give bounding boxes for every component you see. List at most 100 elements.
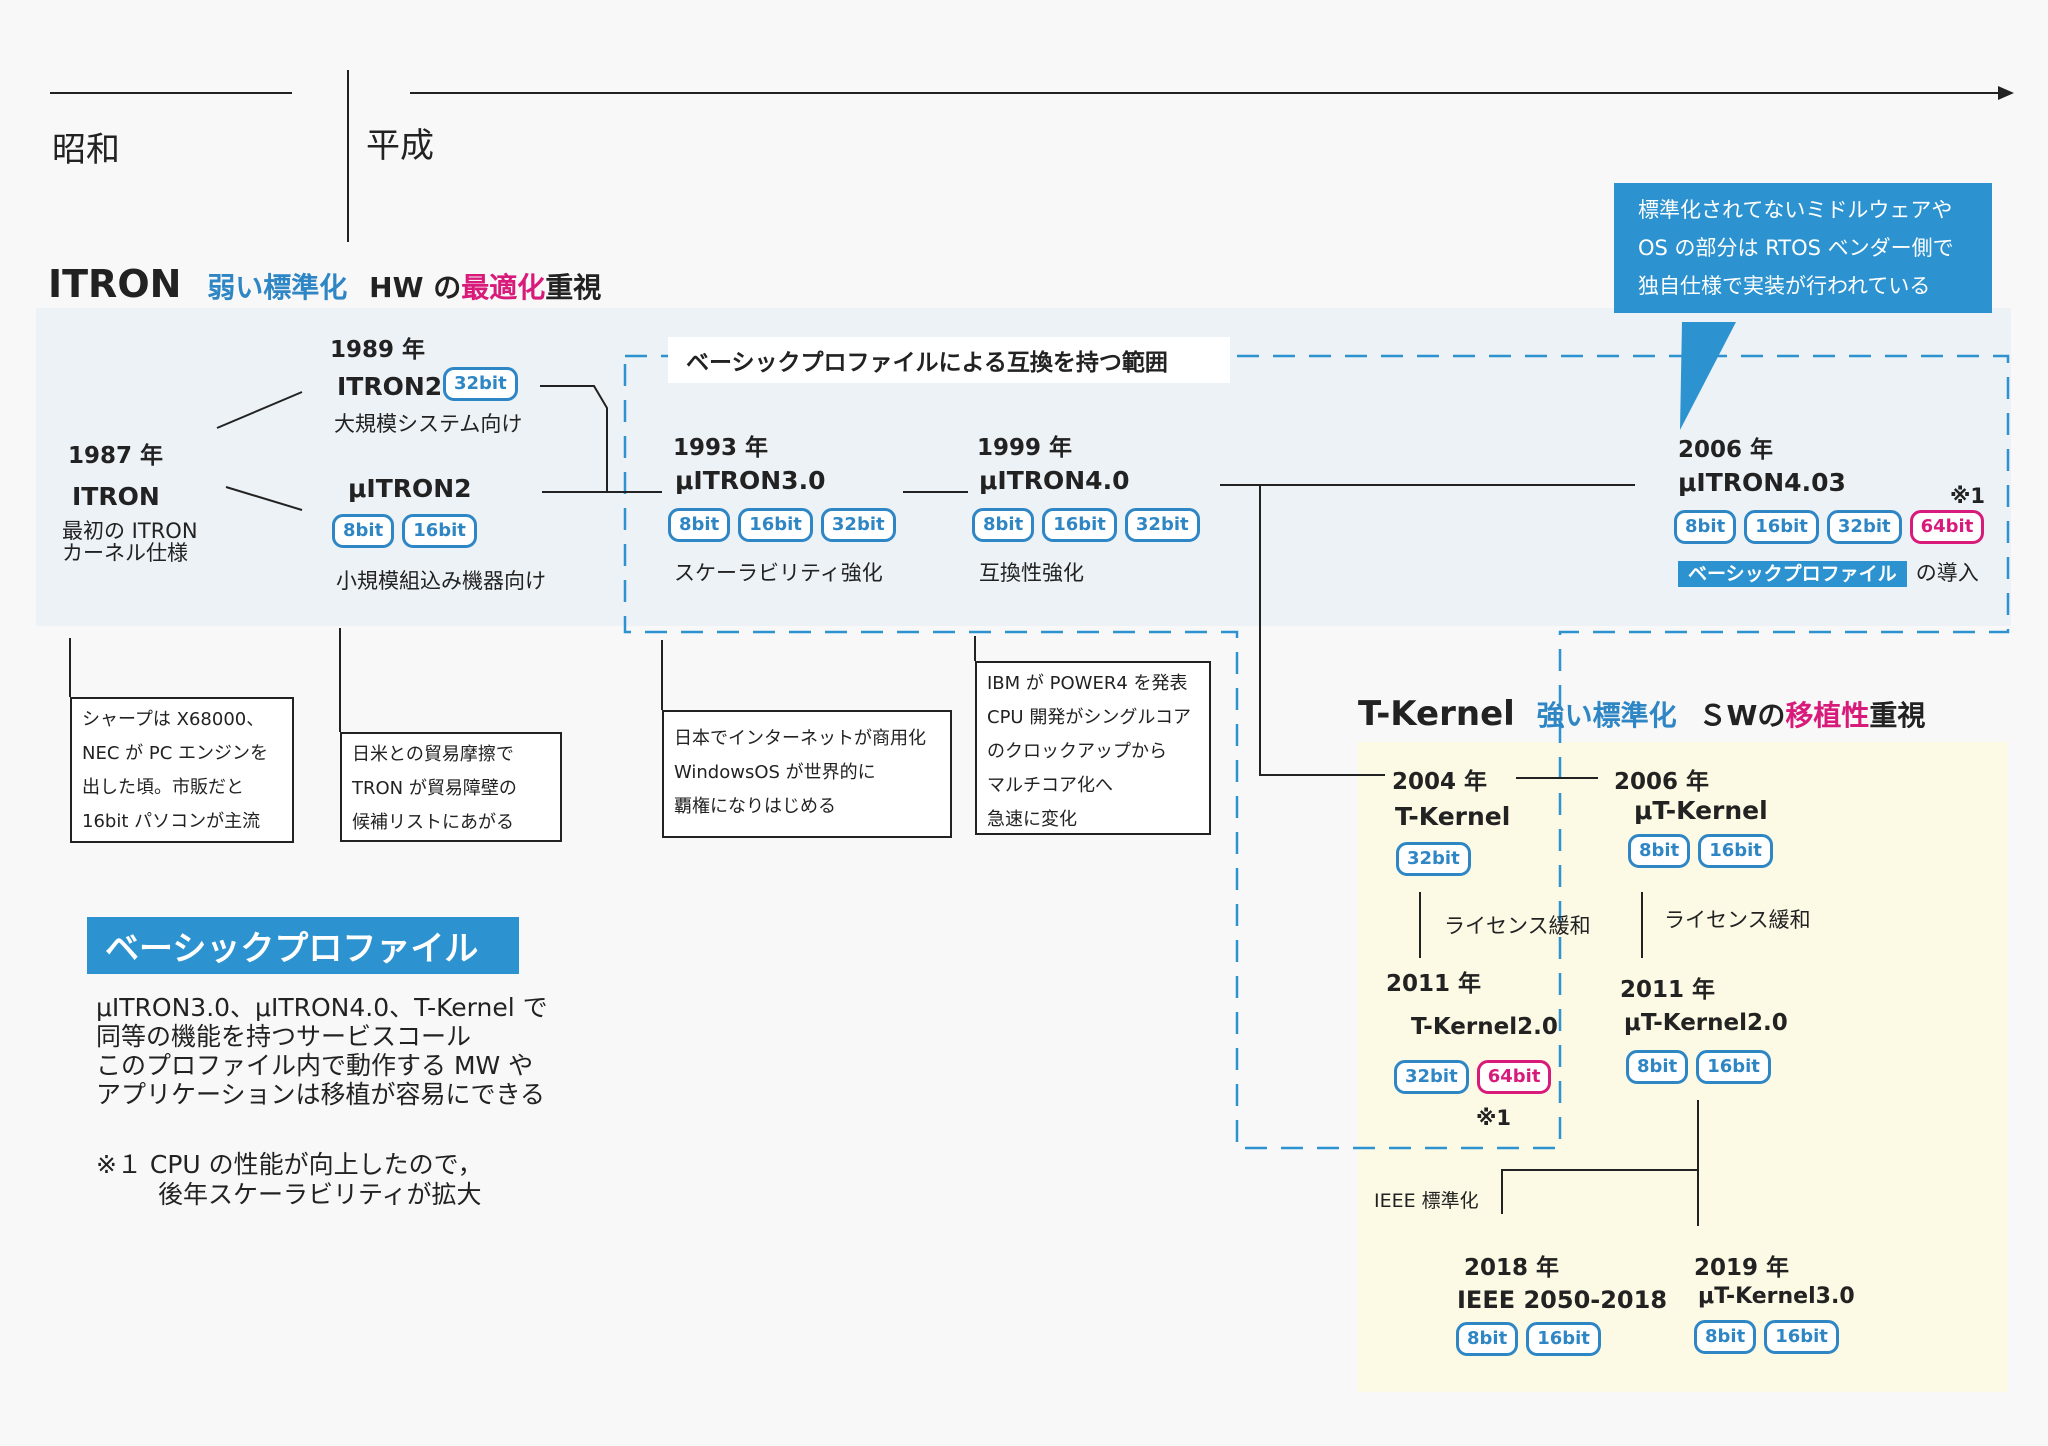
itron-title: ITRON xyxy=(48,262,182,306)
year-2018: 2018 年 xyxy=(1464,1255,1560,1281)
name-mitron2: μITRON2 xyxy=(348,474,472,503)
callout-line: OS の部分は RTOS ベンダー側で xyxy=(1638,236,1954,260)
name-mtkernel30: μT-Kernel3.0 xyxy=(1698,1284,1855,1309)
license-relax-label: ライセンス緩和 xyxy=(1664,908,1811,932)
year-1999: 1999 年 xyxy=(977,435,1073,461)
year-2011-mtkernel: 2011 年 xyxy=(1620,977,1716,1003)
note-trade: 日米との貿易摩擦で TRON が貿易障壁の 候補リストにあがる xyxy=(340,732,562,842)
basic-profile-tag: ベーシックプロファイル xyxy=(1678,561,1907,587)
itron2-desc: 大規模システム向け xyxy=(334,412,523,436)
year-2006-tkernel: 2006 年 xyxy=(1614,769,1710,795)
badge-16bit: 16bit xyxy=(1698,834,1773,868)
badge-64bit: 64bit xyxy=(1476,1060,1552,1094)
mitron2-desc: 小規模組込み機器向け xyxy=(336,569,546,593)
year-1987: 1987 年 xyxy=(68,443,164,469)
name-mitron403: μITRON4.03 xyxy=(1678,468,1846,497)
callout-box: 標準化されてないミドルウェアや OS の部分は RTOS ベンダー側で 独自仕様… xyxy=(1614,183,1992,313)
year-2019: 2019 年 xyxy=(1694,1255,1790,1281)
itron-tagline-a: HW の xyxy=(369,271,462,304)
itron-heading: ITRON 弱い標準化 HW の最適化重視 xyxy=(48,262,601,306)
mitron40-desc: 互換性強化 xyxy=(979,561,1084,585)
badge-16bit: 16bit xyxy=(1526,1322,1601,1356)
itron-desc-1: 最初の ITRON xyxy=(62,519,198,543)
note-line: のクロックアップから xyxy=(987,741,1167,762)
mitron40-badges: 8bit 16bit 32bit xyxy=(972,508,1200,542)
name-itron2: ITRON2 xyxy=(337,372,443,401)
footnote-1: ※１ CPU の性能が向上したので， xyxy=(96,1150,483,1179)
note-sharp: シャープは X68000、 NEC が PC エンジンを 出した頃。市販だと 1… xyxy=(70,697,294,843)
badge-16bit: 16bit xyxy=(1764,1320,1839,1354)
basic-profile-intro: ベーシックプロファイル の導入 xyxy=(1678,557,1979,587)
name-itron: ITRON xyxy=(72,482,160,511)
note-line: TRON が貿易障壁の xyxy=(352,778,517,799)
badge-8bit: 8bit xyxy=(1626,1050,1689,1084)
badge-16bit: 16bit xyxy=(1696,1050,1771,1084)
mitron403-badges: 8bit 16bit 32bit 64bit xyxy=(1674,510,1985,544)
tkernel-heading: T-Kernel 強い標準化 ＳWの移植性重視 xyxy=(1358,694,1925,734)
note-ibm: IBM が POWER4 を発表 CPU 開発がシングルコア のクロックアップか… xyxy=(975,661,1211,835)
year-2011-tkernel: 2011 年 xyxy=(1386,971,1482,997)
year-1989: 1989 年 xyxy=(330,337,426,363)
badge-8bit: 8bit xyxy=(668,508,731,542)
badge-32bit: 32bit xyxy=(1826,510,1902,544)
name-mitron40: μITRON4.0 xyxy=(979,466,1130,495)
bp-line: μITRON3.0、μITRON4.0、T-Kernel で xyxy=(96,993,548,1022)
badge-64bit: 64bit xyxy=(1909,510,1985,544)
name-mtkernel: μT-Kernel xyxy=(1634,796,1768,825)
mitron30-badges: 8bit 16bit 32bit xyxy=(668,508,896,542)
callout-line: 独自仕様で実装が行われている xyxy=(1638,274,1931,298)
bp-line: アプリケーションは移植が容易にできる xyxy=(96,1080,546,1109)
note-line: 出した頃。市販だと xyxy=(82,777,244,798)
tkernel-tagline-b: 重視 xyxy=(1869,699,1926,732)
year-2006-itron: 2006 年 xyxy=(1678,437,1774,463)
note-line: WindowsOS が世界的に xyxy=(674,762,876,783)
mtkernel30-badges: 8bit 16bit xyxy=(1694,1320,1839,1354)
footnote-mark: ※1 xyxy=(1950,484,1986,508)
badge-8bit: 8bit xyxy=(332,514,395,548)
itron-tagline-blue: 弱い標準化 xyxy=(207,271,348,304)
badge-16bit: 16bit xyxy=(1042,508,1117,542)
note-line: IBM が POWER4 を発表 xyxy=(987,673,1188,694)
badge-8bit: 8bit xyxy=(972,508,1035,542)
badge-16bit: 16bit xyxy=(1744,510,1819,544)
badge-32bit: 32bit xyxy=(820,508,896,542)
badge-8bit: 8bit xyxy=(1674,510,1737,544)
compat-range-label: ベーシックプロファイルによる互換を持つ範囲 xyxy=(668,337,1230,383)
tkernel-tagline-pink: 移植性 xyxy=(1785,699,1870,732)
tkernel-tagline-blue: 強い標準化 xyxy=(1536,699,1677,732)
itron-desc-2: カーネル仕様 xyxy=(62,541,188,565)
ieee-standardization-label: IEEE 標準化 xyxy=(1374,1190,1479,1212)
name-tkernel20: T-Kernel2.0 xyxy=(1411,1014,1558,1040)
name-mitron30: μITRON3.0 xyxy=(675,466,826,495)
badge-32bit: 32bit xyxy=(1396,842,1471,876)
badge-16bit: 16bit xyxy=(738,508,813,542)
badge-8bit: 8bit xyxy=(1456,1322,1519,1356)
itron2-badges: 32bit xyxy=(443,367,518,401)
tkernel-title: T-Kernel xyxy=(1358,694,1515,734)
basic-profile-description: μITRON3.0、μITRON4.0、T-Kernel で 同等の機能を持つサ… xyxy=(96,993,548,1109)
badge-32bit: 32bit xyxy=(1124,508,1200,542)
callout-line: 標準化されてないミドルウェアや xyxy=(1638,198,1953,222)
badge-16bit: 16bit xyxy=(402,514,477,548)
bp-line: 同等の機能を持つサービスコール xyxy=(96,1022,472,1051)
note-line: NEC が PC エンジンを xyxy=(82,743,268,764)
name-tkernel: T-Kernel xyxy=(1395,802,1511,831)
footnote-1-cont: 後年スケーラビリティが拡大 xyxy=(158,1180,482,1209)
badge-8bit: 8bit xyxy=(1628,834,1691,868)
tkernel20-badges: 32bit 64bit xyxy=(1394,1060,1552,1094)
mtkernel-badges: 8bit 16bit xyxy=(1628,834,1773,868)
year-1993: 1993 年 xyxy=(673,435,769,461)
itron-tagline-b: 重視 xyxy=(545,271,602,304)
mtkernel20-badges: 8bit 16bit xyxy=(1626,1050,1771,1084)
basic-profile-suffix: の導入 xyxy=(1915,561,1979,585)
license-relax-label: ライセンス緩和 xyxy=(1444,914,1591,938)
name-mtkernel20: μT-Kernel2.0 xyxy=(1624,1010,1788,1036)
note-line: 急速に変化 xyxy=(987,809,1077,830)
note-line: 覇権になりはじめる xyxy=(674,796,836,817)
tkernel-tagline-a: ＳWの xyxy=(1698,699,1786,732)
footnote-mark: ※1 xyxy=(1476,1106,1512,1130)
mitron30-desc: スケーラビリティ強化 xyxy=(674,561,883,585)
bp-line: このプロファイル内で動作する MW や xyxy=(96,1051,534,1080)
basic-profile-banner: ベーシックプロファイル xyxy=(87,917,519,974)
